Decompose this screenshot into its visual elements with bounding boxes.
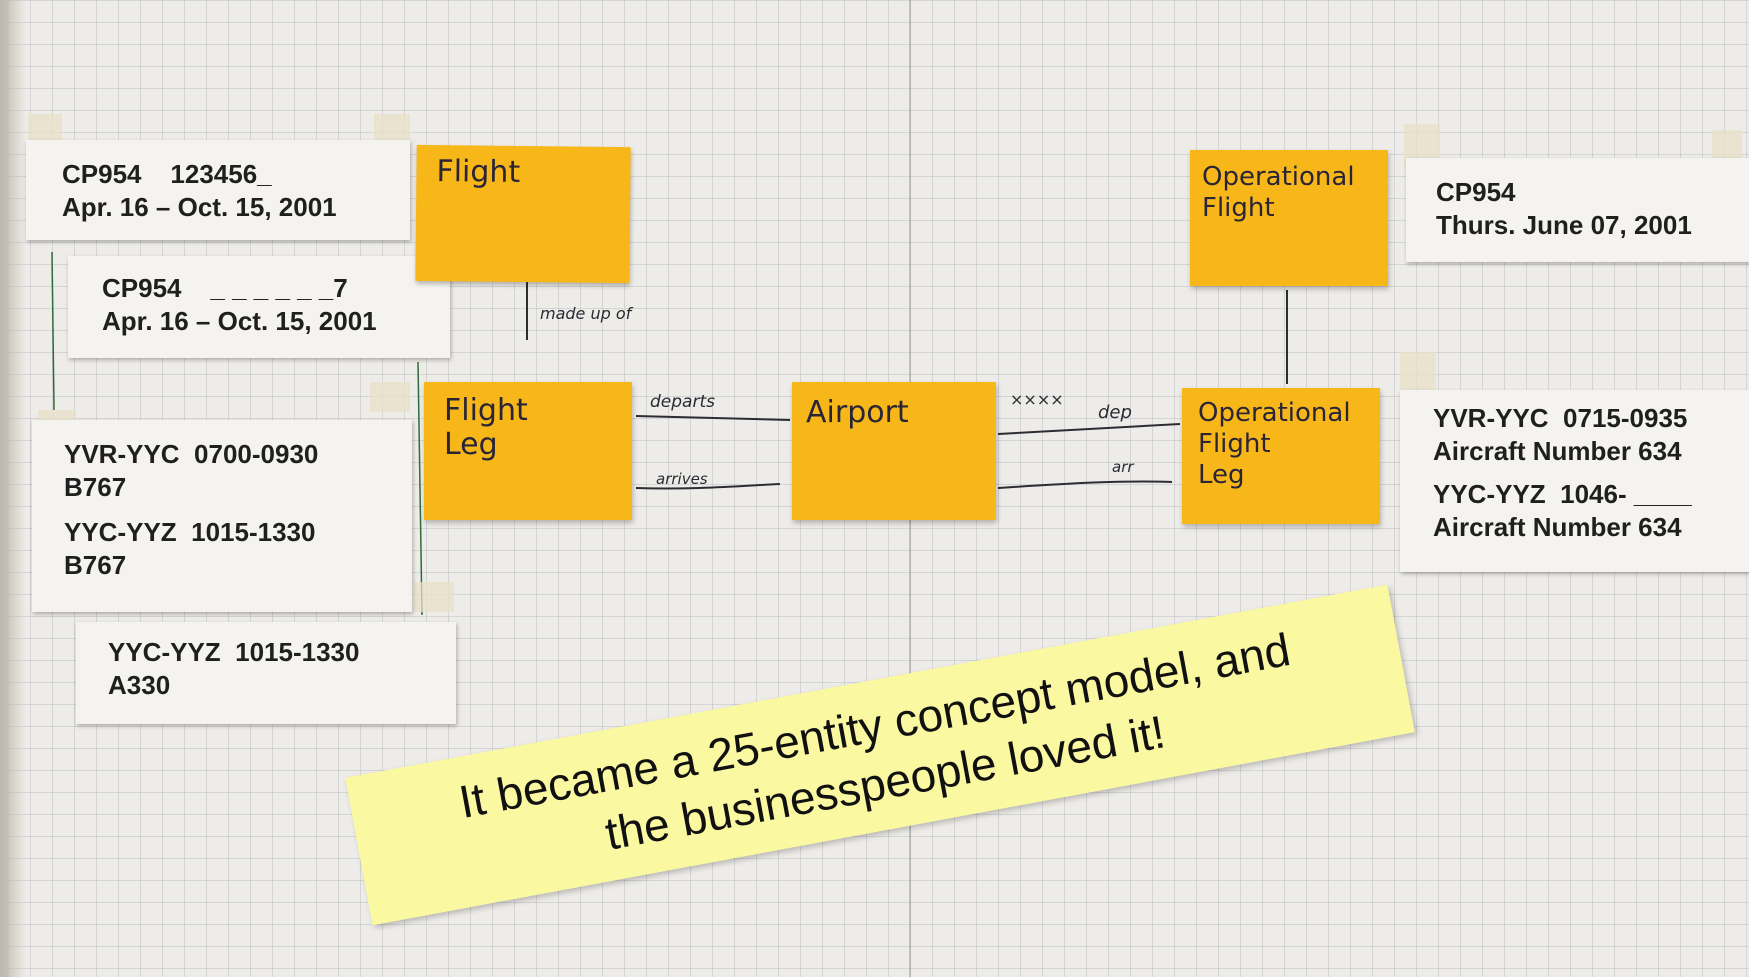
schedule-card: YVR-YYC 0715-0935 Aircraft Number 634 YY… [1400,390,1749,572]
card-line: CP954 123456_ [62,159,272,189]
departs-label: departs [650,392,715,412]
card-line: Aircraft Number 634 [1433,436,1682,466]
card-line: B767 [64,550,127,580]
departs-line [635,415,791,421]
card-line: Apr. 16 – Oct. 15, 2001 [102,306,377,336]
sticky-label: Leg [444,427,498,462]
card-line: Aircraft Number 634 [1433,512,1682,542]
sticky-label: Airport [806,395,909,430]
card-line: YVR-YYC 0700-0930 [64,439,319,469]
tape [370,382,410,412]
schedule-card: YYC-YYZ 1015-1330 A330 [76,622,456,724]
card-line: YYC-YYZ 1046- ____ [1433,479,1692,509]
board-edge-shadow [0,0,26,977]
schedule-card: CP954 123456_ Apr. 16 – Oct. 15, 2001 [26,140,410,240]
sticky-airport: Airport [792,382,996,520]
card-line: YVR-YYC 0715-0935 [1433,403,1688,433]
tape [1400,352,1436,392]
sticky-label: Flight [1198,429,1271,459]
sticky-label: Operational [1202,162,1355,192]
sticky-flight-leg: Flight Leg [424,382,632,520]
sticky-operational-flight: Operational Flight [1190,150,1388,286]
dep-line [997,423,1181,435]
card-line: YYC-YYZ 1015-1330 [64,517,316,547]
green-thread-right [417,361,423,616]
green-thread-left [51,251,55,411]
schedule-card: CP954 _ _ _ _ _ _7 Apr. 16 – Oct. 15, 20… [68,256,450,358]
card-line: YYC-YYZ 1015-1330 [108,637,360,667]
scribble-label: ×××× [1010,390,1064,409]
card-line: CP954 _ _ _ _ _ _7 [102,273,348,303]
card-line: Thurs. June 07, 2001 [1436,210,1692,240]
tape [28,114,62,142]
made-of-label: made up of [540,304,632,323]
arrives-line [635,483,781,490]
sticky-label: Leg [1198,460,1245,490]
sticky-label: Flight [444,393,528,428]
card-line: Apr. 16 – Oct. 15, 2001 [62,192,337,222]
arrives-label: arrives [656,470,708,488]
schedule-card: CP954 Thurs. June 07, 2001 [1406,158,1749,262]
sticky-label: Flight [1202,193,1275,223]
sticky-operational-flight-leg: Operational Flight Leg [1182,388,1380,524]
sticky-label: Operational [1198,398,1351,428]
sticky-label: Flight [436,154,521,190]
tape [414,582,454,612]
arr-line [997,480,1173,489]
arr-label: arr [1112,458,1134,476]
card-line: A330 [108,670,171,700]
card-line: CP954 [1436,177,1516,207]
dep-label: dep [1098,402,1132,423]
card-line: B767 [64,472,127,502]
tape [374,114,410,140]
schedule-card: YVR-YYC 0700-0930 B767 YYC-YYZ 1015-1330… [32,420,412,612]
sticky-flight: Flight [415,144,631,284]
